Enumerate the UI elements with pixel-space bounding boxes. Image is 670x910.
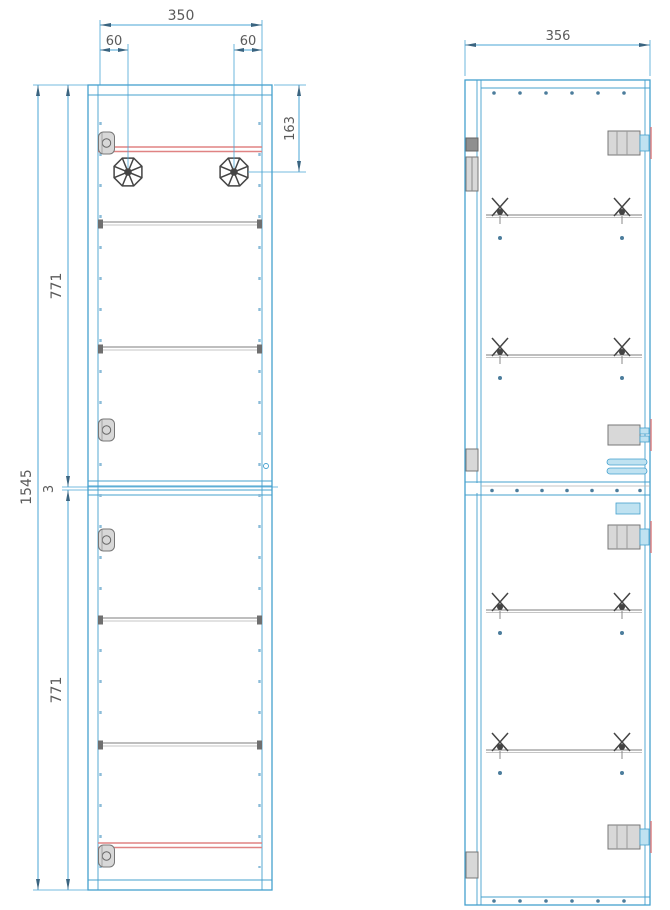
dim-overall-height: 1545: [19, 84, 88, 891]
shelf-clip: [613, 592, 631, 620]
hinge-plate-middle: [607, 524, 650, 550]
dim-label-center-gap: 3: [42, 485, 57, 493]
shelf-clip: [491, 592, 509, 620]
side-drill-holes-top: [492, 91, 626, 95]
connector-fitting: [606, 424, 650, 515]
shelf-clip: [491, 197, 509, 225]
shelf-bracket-row-1: [486, 197, 642, 240]
hinge-front-bottom: [98, 844, 115, 868]
shelf-bracket-row-2: [486, 337, 642, 380]
shelf-clip: [613, 337, 631, 365]
dim-upper-section: 771: [49, 85, 278, 488]
dim-label-overall-height: 1545: [19, 469, 35, 505]
dim-label-knob-drop: 163: [283, 116, 298, 141]
dim-lower-section: 771: [49, 490, 70, 890]
shelf-clip: [491, 732, 509, 760]
cam-fitting-hole: [263, 463, 269, 469]
hinge-plate-bottom: [607, 824, 650, 850]
hanging-rail-top: [98, 146, 262, 153]
shelf-bracket-row-4: [486, 732, 642, 775]
shelf-clip: [613, 732, 631, 760]
shelf-clip: [613, 197, 631, 225]
hinge-front-upper-mid: [98, 418, 115, 442]
front-carcass-outline: [87, 84, 273, 891]
dim-label-overall-depth: 356: [546, 29, 571, 44]
dim-label-upper-section: 771: [49, 273, 65, 300]
side-drill-holes-bottom: [492, 899, 626, 903]
dim-knob-inset-right: 60: [233, 34, 262, 168]
front-shelves: [98, 219, 262, 750]
dim-knob-drop: 163: [248, 84, 306, 173]
side-carcass-outline: [464, 79, 651, 906]
dim-label-lower-section: 771: [49, 677, 65, 704]
dim-knob-inset-left: 60: [100, 34, 129, 168]
dim-label-overall-width: 350: [168, 8, 195, 24]
shelf-bracket-row-3: [486, 592, 642, 635]
side-view: 356: [464, 29, 652, 906]
dim-label-knob-inset-left: 60: [106, 34, 123, 49]
hinge-plate-top: [607, 130, 650, 156]
dim-overall-width: 350: [99, 8, 263, 85]
side-drill-holes-middle: [490, 488, 642, 493]
door-edge-fittings: [465, 137, 479, 879]
front-view: 350 60 60 163: [19, 8, 306, 891]
hinge-front-lower-mid: [98, 528, 115, 552]
hanging-rail-bottom: [98, 842, 262, 849]
dim-label-knob-inset-right: 60: [240, 34, 257, 49]
shelf-clip: [491, 337, 509, 365]
dim-overall-depth: 356: [464, 29, 651, 76]
hinge-front-top: [98, 131, 115, 155]
dim-center-gap: 3: [42, 485, 88, 493]
